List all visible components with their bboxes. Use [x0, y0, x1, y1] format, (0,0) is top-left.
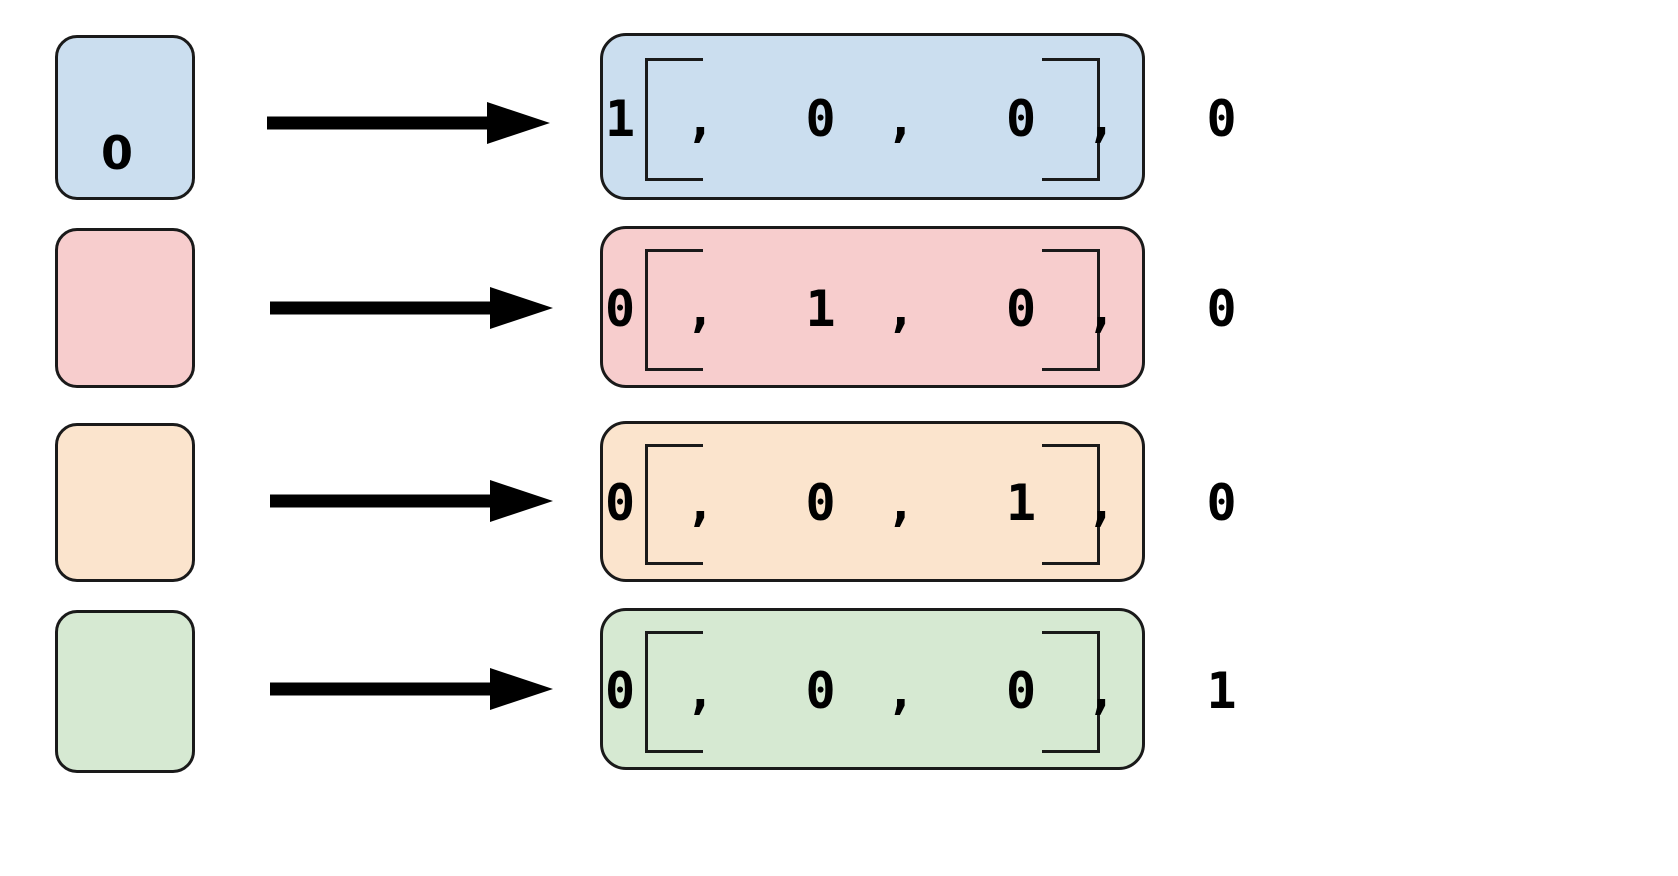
index-box: 0 — [55, 35, 195, 200]
arrow-icon — [268, 666, 553, 712]
index-box: 2 — [55, 423, 195, 582]
arrow-icon — [268, 478, 553, 524]
bracket-close-icon — [1042, 444, 1100, 565]
vector-text: 1 , 0 , 0 , 0 — [605, 90, 1247, 148]
index-label: 0 — [100, 126, 133, 180]
vector-text: 0 , 0 , 1 , 0 — [605, 474, 1247, 532]
arrow-icon — [268, 285, 553, 331]
bracket-open-icon — [645, 444, 703, 565]
bracket-open-icon — [645, 631, 703, 753]
bracket-close-icon — [1042, 249, 1100, 371]
arrow-icon — [265, 100, 550, 146]
vector-box: 0 , 0 , 1 , 0 — [600, 421, 1247, 582]
vector-text: 0 , 0 , 0 , 1 — [605, 662, 1247, 720]
bracket-close-icon — [1042, 58, 1100, 181]
bracket-close-icon — [1042, 631, 1100, 753]
index-box: 3 — [55, 610, 195, 773]
vector-box: 0 , 1 , 0 , 0 — [600, 226, 1247, 388]
index-box: 1 — [55, 228, 195, 559]
vector-box: 0 , 0 , 0 , 1 — [600, 608, 1247, 770]
bracket-open-icon — [645, 249, 703, 371]
bracket-open-icon — [645, 58, 703, 181]
vector-box: 1 , 0 , 0 , 0 — [600, 33, 1247, 200]
vector-text: 0 , 1 , 0 , 0 — [605, 280, 1247, 338]
